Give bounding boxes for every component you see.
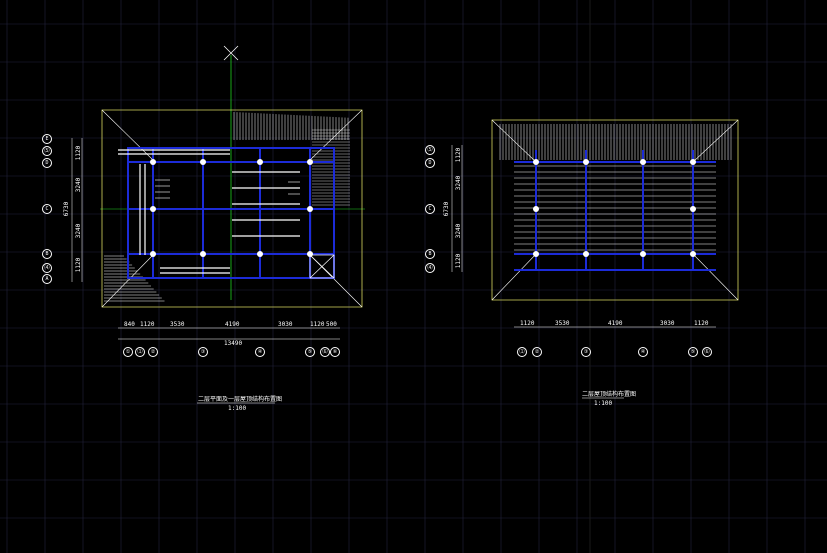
drawing-scale: 1:100 (594, 400, 613, 407)
column-marker (200, 159, 206, 165)
column-marker (690, 251, 696, 257)
structure-beams (127, 147, 335, 279)
axis-bubble: D (425, 158, 435, 168)
axis-bubble: ③ (581, 347, 591, 357)
rafter-group (499, 124, 732, 160)
dim-label: 3530 (170, 321, 185, 328)
column-marker (307, 159, 313, 165)
column-marker (533, 206, 539, 212)
dim-label: 4190 (608, 320, 623, 327)
purlin-group (514, 165, 716, 251)
drawing-scale: 1:100 (228, 405, 247, 412)
column-marker (150, 159, 156, 165)
column-marker (200, 251, 206, 257)
axis-bubble: ⑹ (702, 347, 712, 357)
column-group (150, 159, 313, 257)
dim-label-vertical: 1120 (75, 145, 83, 161)
dim-label-vertical: 3240 (455, 175, 463, 191)
dim-label-vertical: 1120 (455, 253, 463, 269)
column-marker (257, 251, 263, 257)
hip-line (491, 253, 537, 301)
dim-label: 3030 (660, 320, 675, 327)
dim-label: 3530 (555, 320, 570, 327)
column-marker (640, 251, 646, 257)
column-marker (690, 159, 696, 165)
axis-bubble: ⑷ (42, 263, 52, 273)
column-marker (583, 159, 589, 165)
dim-total-label: 13490 (224, 340, 243, 347)
axis-bubble: ⑴ (135, 347, 145, 357)
column-marker (150, 251, 156, 257)
axis-bubble: ④ (638, 347, 648, 357)
hip-line (101, 254, 154, 308)
dim-label-vertical: 3240 (455, 223, 463, 239)
dim-label-vertical: 3240 (75, 177, 83, 193)
axis-bubble: B (425, 249, 435, 259)
column-marker (533, 159, 539, 165)
axis-bubble: ② (148, 347, 158, 357)
dim-label: 1120 (520, 320, 535, 327)
axis-bubble: C (42, 204, 52, 214)
axis-bubble: ⑹ (320, 347, 330, 357)
dim-label-vertical: 1120 (455, 147, 463, 163)
axis-bubble: ⑷ (425, 263, 435, 273)
axis-bubble: ③ (198, 347, 208, 357)
dimension-lines (71, 138, 340, 340)
axis-bubble: ⑴ (517, 347, 527, 357)
column-marker (307, 251, 313, 257)
north-arrow-icon (223, 45, 239, 61)
dim-label: 3030 (278, 321, 293, 328)
axis-bubble: ④ (255, 347, 265, 357)
hip-line (692, 119, 739, 163)
axis-bubble: C (425, 204, 435, 214)
dim-label-vertical: 1120 (75, 257, 83, 273)
axis-bubble: ⑸ (425, 145, 435, 155)
axis-bubble: ② (532, 347, 542, 357)
axis-bubble: D (42, 158, 52, 168)
drawing-title: 二层屋顶结构布置图 (582, 391, 637, 398)
dim-label: 500 (326, 321, 337, 328)
column-marker (690, 206, 696, 212)
dim-label: 840 (124, 321, 135, 328)
hip-line (491, 119, 537, 163)
axis-bubble: B (42, 249, 52, 259)
dim-label-vertical: 6730 (443, 201, 451, 217)
roof-hatch (312, 129, 350, 206)
column-marker (533, 251, 539, 257)
axis-bubble: E (42, 134, 52, 144)
axis-bubble: ⑤ (688, 347, 698, 357)
dimension-lines (451, 145, 716, 328)
dim-label: 1120 (310, 321, 325, 328)
hip-line (692, 253, 739, 301)
axis-bubble: A (42, 274, 52, 284)
dim-label-vertical: 3240 (75, 223, 83, 239)
axis-bubble: ⑥ (330, 347, 340, 357)
column-marker (150, 206, 156, 212)
right-roof-plan (451, 119, 739, 328)
column-group (533, 159, 696, 257)
dim-label: 4190 (225, 321, 240, 328)
drawing-title: 二层平面及一层屋顶结构布置图 (198, 396, 283, 403)
axis-bubble: ① (123, 347, 133, 357)
column-marker (640, 159, 646, 165)
column-marker (257, 159, 263, 165)
dim-label-vertical: 6730 (63, 201, 71, 217)
dim-label: 1120 (694, 320, 709, 327)
axis-bubble: ⑸ (42, 146, 52, 156)
column-marker (583, 251, 589, 257)
column-marker (307, 206, 313, 212)
dim-label: 1120 (140, 321, 155, 328)
hip-line (101, 109, 154, 161)
stair (155, 179, 300, 199)
left-floor-plan (71, 45, 365, 340)
rafter-group (104, 255, 165, 302)
axis-bubble: ⑤ (305, 347, 315, 357)
cross-brace (309, 254, 335, 279)
